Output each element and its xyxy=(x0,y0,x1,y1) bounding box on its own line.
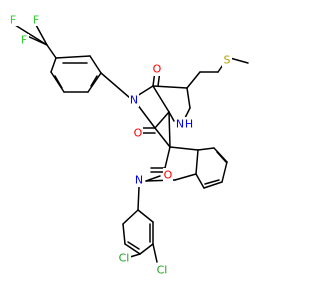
bond-line xyxy=(122,209,139,225)
bond-line xyxy=(122,223,126,245)
amine-nitrogen-label: N xyxy=(176,118,184,131)
label-bg xyxy=(163,168,173,182)
bond-line xyxy=(90,75,98,87)
label-bg xyxy=(155,263,169,277)
bond-line xyxy=(197,147,215,151)
label-bg xyxy=(176,117,194,131)
bond-line xyxy=(203,181,223,189)
label-bg xyxy=(129,93,139,107)
bond-line xyxy=(186,87,191,109)
chlorine-atom-label: Cl xyxy=(157,264,168,277)
bond-line xyxy=(229,57,249,64)
sulfur-atom-label: S xyxy=(224,54,231,67)
bond-line xyxy=(50,57,57,73)
bond-line xyxy=(14,24,48,46)
imide-nitrogen-label: N xyxy=(130,94,138,107)
bond-line xyxy=(89,55,102,74)
bond-line xyxy=(186,71,201,89)
bond-line xyxy=(154,127,171,148)
bond-line xyxy=(129,253,141,258)
bond-line xyxy=(137,209,154,223)
bond-line xyxy=(100,72,131,99)
bond-line xyxy=(139,243,154,255)
chlorine-atom-label: Cl xyxy=(119,252,130,265)
bond-line xyxy=(152,243,158,263)
bond-line xyxy=(54,75,63,89)
bond-line xyxy=(152,85,188,89)
bond-line xyxy=(221,161,228,183)
label-bg xyxy=(31,14,41,26)
molecule-structure: F F F S N O O N H O N Cl Cl xyxy=(8,14,249,277)
bond-line xyxy=(204,179,220,185)
fluorine-atom-label: F xyxy=(33,14,39,27)
label-bg xyxy=(19,34,29,46)
bond-line xyxy=(55,55,91,59)
bond-line xyxy=(127,241,140,250)
bond-line xyxy=(46,44,57,59)
label-bg xyxy=(152,62,162,76)
bond-line xyxy=(169,146,199,151)
fluorine-atom-label: F xyxy=(10,14,16,27)
bond-line xyxy=(152,85,170,113)
bond-line xyxy=(154,111,170,129)
label-bg xyxy=(8,14,18,26)
fluorine-atom-label: F xyxy=(21,34,27,47)
bond-line xyxy=(195,173,205,189)
bond-line xyxy=(168,111,171,148)
bond-line xyxy=(184,107,191,119)
indole-nitrogen-label: N xyxy=(135,174,143,187)
bond-line xyxy=(87,72,102,93)
bond-line xyxy=(145,175,161,182)
carbonyl-oxygen-label: O xyxy=(164,169,173,182)
amine-hydrogen-label: H xyxy=(185,118,193,131)
bond-line xyxy=(35,24,48,46)
bond-line xyxy=(137,186,140,211)
bond-line xyxy=(195,149,199,175)
carbonyl-oxygen-label: O xyxy=(134,127,143,140)
bond-line xyxy=(168,111,175,122)
carbonyl-oxygen-label: O xyxy=(153,63,162,76)
label-bg xyxy=(117,251,131,265)
label-bg xyxy=(222,53,232,67)
label-bg xyxy=(133,126,143,140)
label-bg xyxy=(134,173,144,187)
bond-line xyxy=(124,243,141,255)
bond-line xyxy=(174,173,197,181)
bond-line xyxy=(216,151,227,163)
bond-line xyxy=(164,146,171,169)
atom-labels: F F F S N O O N H O N Cl Cl xyxy=(8,14,232,277)
bond-line xyxy=(136,103,156,129)
bond-lines xyxy=(14,24,249,263)
bond-line xyxy=(136,85,154,97)
bond-line xyxy=(50,71,65,93)
